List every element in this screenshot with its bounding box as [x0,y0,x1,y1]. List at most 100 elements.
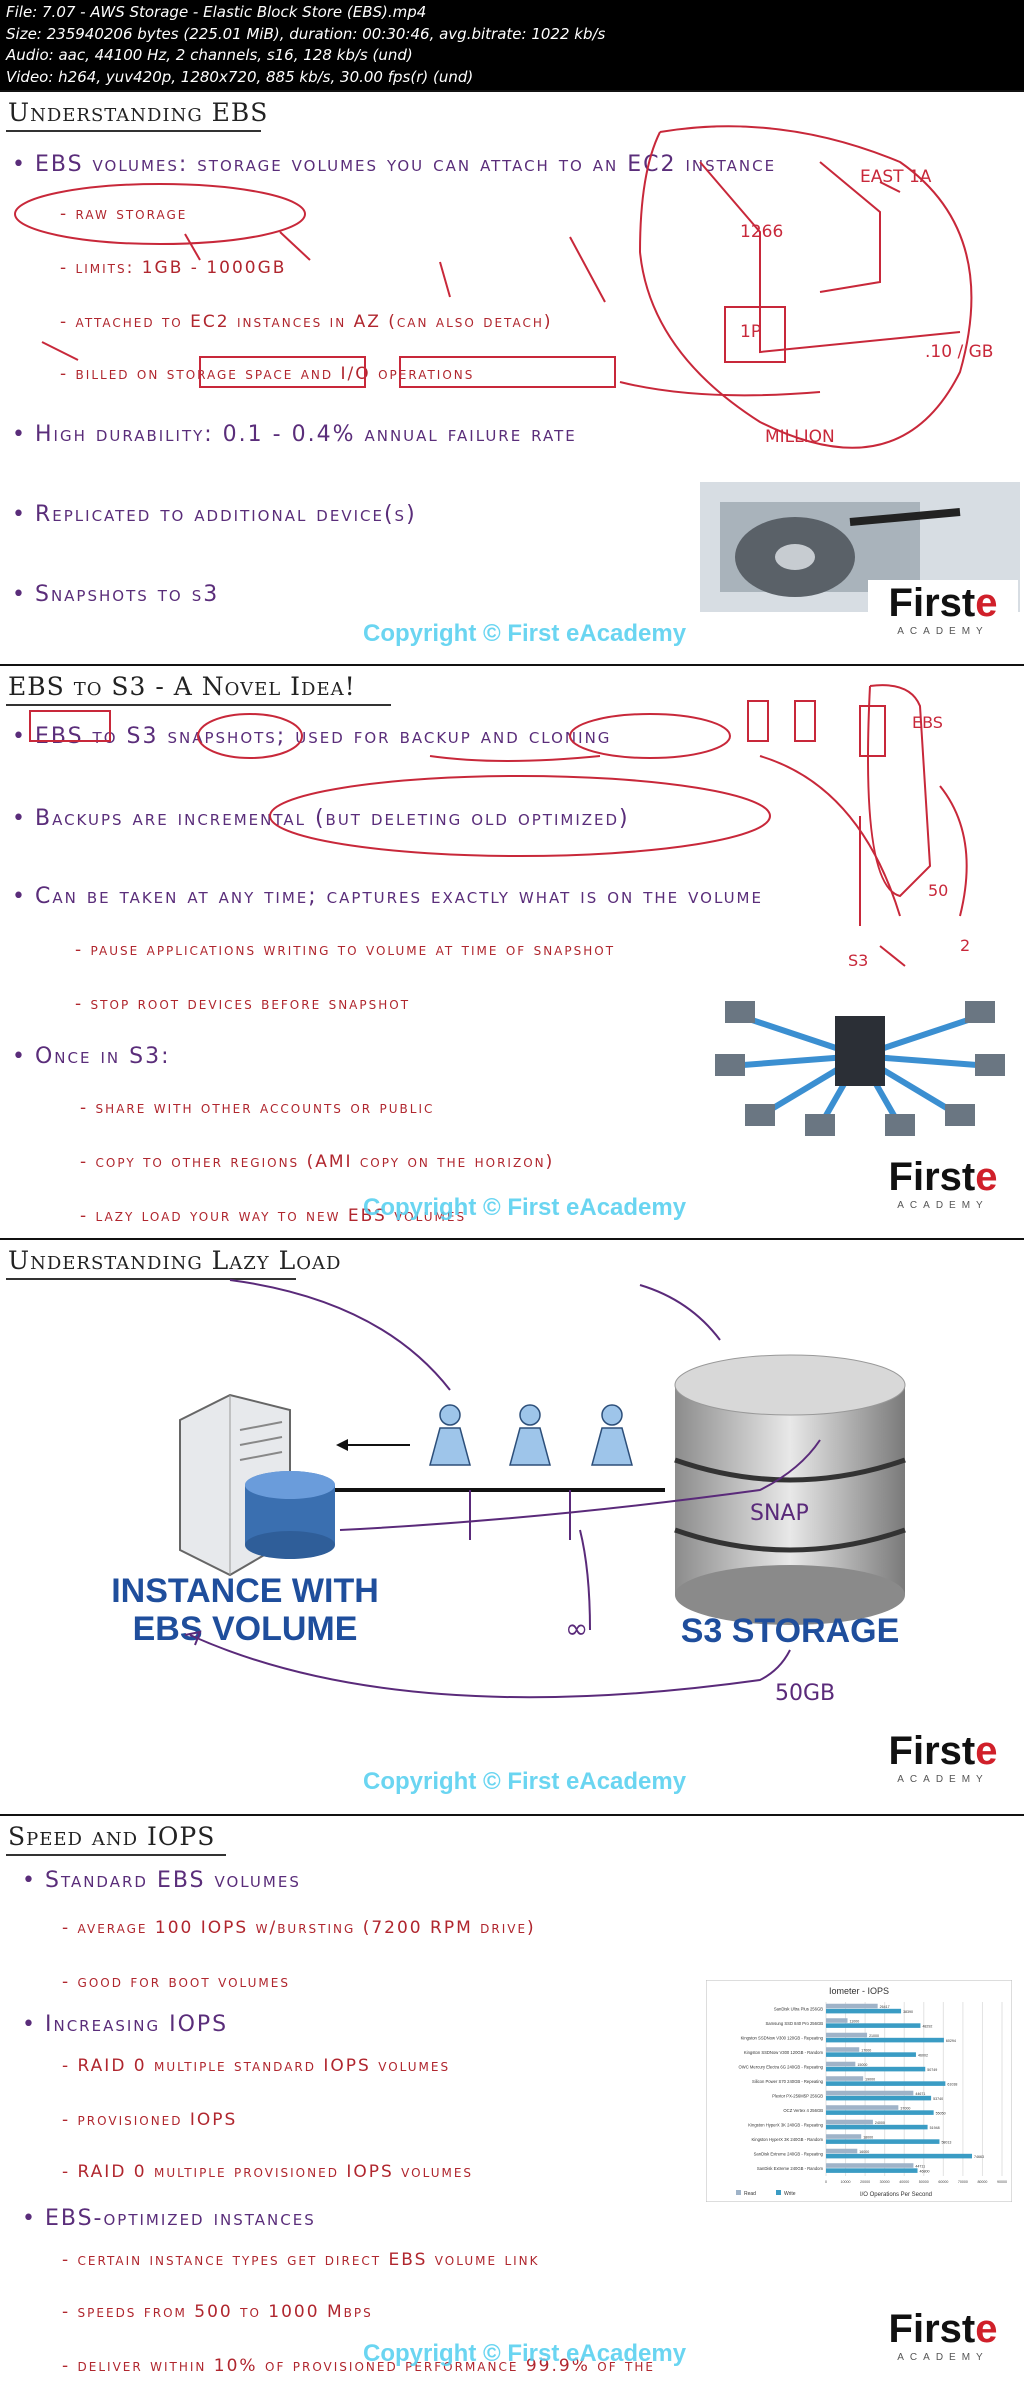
bullet-snapshots: EBS to S3 snapshots; used for backup and… [12,724,611,749]
s3-caption: S3 STORAGE [680,1612,900,1650]
first-eacademy-logo: Firste ACADEMY [868,1728,1018,1798]
bullet-once-in-s3: Once in S3: [12,1044,170,1069]
chart-tick-label: 30000 [880,2180,890,2184]
chart-category-label: Kingston SSDNow V300 120GB - Random [744,2050,824,2055]
chart-data-label: 46800 [920,2170,930,2174]
sub-share: share with other accounts or public [80,1098,434,1118]
server-icon [179,1393,335,1577]
slide-lazy-load: Understanding Lazy Load INSTANCE WITH EB… [0,1238,1024,1814]
chart-tick-label: 50000 [919,2180,929,2184]
chart-bar-write [826,2081,946,2086]
sub-provisioned: provisioned IOPS [62,2110,237,2130]
sub-boot: good for boot volumes [62,1972,290,1992]
sub-pause: pause applications writing to volume at … [75,940,615,960]
chart-data-label: 15000 [857,2063,867,2067]
chart-bar-write [826,2066,926,2072]
chart-category-label: Silicon Power S70 240GB - Repeating [752,2079,824,2084]
chart-data-label: 18000 [863,2136,873,2140]
chart-legend-swatch [776,2190,781,2195]
chart-bar-write [826,2110,934,2115]
lazy-load-flow: SNAP ∞ 50GB [184,1279,835,1706]
copyright-watermark: Copyright © First eAcademy [363,620,687,647]
chart-bar-read [826,2018,848,2023]
chart-category-label: SanDisk Extreme 240GB - Random [757,2166,824,2171]
file-info-header: File: 7.07 - AWS Storage - Elastic Block… [0,0,1024,90]
sub-deliver: deliver within 10% of provisioned perfor… [62,2356,655,2376]
slide-title: Understanding Lazy Load [8,1246,342,1275]
slide-title: Understanding EBS [8,98,269,127]
chart-data-label: 51948 [930,2126,940,2130]
chart-bar-read [826,2163,914,2168]
chart-bar-write [826,2008,902,2014]
title-underline [6,704,391,706]
copyright-watermark: Copyright © First eAcademy [363,1194,687,1221]
bullet-any-time: Can be taken at any time; captures exact… [12,884,763,909]
ink-fifty: 50 [928,881,948,900]
copyright-watermark: Copyright © First eAcademy [363,2340,687,2367]
chart-data-label: 38390 [903,2010,913,2014]
sub-raid-provisioned: RAID 0 multiple provisioned IOPS volumes [62,2162,473,2182]
chart-tick-label: 20000 [860,2180,870,2184]
chart-category-label: Kingston HyperX 3K 240GB - Random [752,2137,824,2142]
chart-bar-read [826,2032,868,2038]
ink-ebs: EBS [912,713,943,732]
bullet-ebs-optimized: EBS-optimized instances [22,2206,316,2231]
chart-data-label: 44671 [915,2092,925,2096]
title-underline [6,1278,296,1280]
ink-snap: SNAP [750,1501,809,1526]
chart-data-label: 58013 [941,2141,951,2145]
ink-two: 2 [960,936,970,955]
ink-s3: S3 [848,951,868,970]
chart-category-label: SanDisk Ultra Plus 256GB [774,2007,823,2012]
chart-bar-read [826,2090,914,2096]
sub-raid-standard: RAID 0 multiple standard IOPS volumes [62,2056,450,2076]
chart-data-label: 17000 [861,2049,871,2053]
chart-tick-label: 60000 [938,2180,948,2184]
chart-bar-write [826,2124,928,2130]
slide-ebs-to-s3: EBS to S3 - A Novel Idea! EBS to S3 snap… [0,664,1024,1238]
chart-category-label: Kingston HyperX 3K 240GB - Repeating [748,2123,823,2128]
chart-bar-write [826,2153,973,2159]
chart-data-label: 55050 [936,2112,946,2116]
title-underline [6,1854,226,1856]
first-eacademy-logo: Firste ACADEMY [868,580,1018,650]
chart-tick-label: 70000 [958,2180,968,2184]
chart-data-label: 19000 [865,2078,875,2082]
instance-caption: INSTANCE WITH EBS VOLUME [111,1572,379,1648]
bullet-increasing-iops: Increasing IOPS [22,2012,228,2037]
chart-data-label: 50749 [927,2068,937,2072]
bullet-replicated: Replicated to additional device(s) [12,502,417,527]
chart-data-label: 16000 [859,2150,869,2154]
ink-size: 50GB [775,1681,835,1706]
chart-data-label: 46002 [918,2054,928,2058]
bullet-incremental: Backups are incremental (but deleting ol… [12,806,630,831]
chart-data-label: 26417 [880,2005,890,2009]
handwritten-annotations: EAST 1A 1266 1P .10 / GB MILLION [14,125,993,449]
chart-legend-label: Write [784,2191,796,2197]
video-line: Video: h264, yuv420p, 1280x720, 885 kb/s… [6,67,474,86]
chart-bar-write [826,2095,932,2101]
chart-bar-read [826,2061,856,2067]
chart-bar-read [826,2047,860,2052]
chart-data-label: 11000 [850,2020,860,2024]
sub-lazy-load: lazy load your way to new EBS volumes [80,1206,466,1226]
chart-xlabel: I/O Operations Per Second [860,2192,932,2198]
chart-tick-label: 40000 [899,2180,909,2184]
chart-data-label: 61038 [947,2083,957,2087]
slide-understanding-ebs: Understanding EBS EBS volumes: storage v… [0,90,1024,664]
chart-data-label: 48292 [922,2025,932,2029]
chart-category-label: OWC Mercury Electra 6G 240GB - Repeating [739,2065,824,2070]
sub-limits: limits: 1GB - 1000GB [60,258,286,278]
iops-bar-chart: Iometer - IOPS I/O Operations Per Second… [706,1980,1012,2202]
audio-line: Audio: aac, 44100 Hz, 2 channels, s16, 1… [6,46,413,64]
chart-bar-read [826,2076,864,2081]
chart-title: Iometer - IOPS [829,1986,889,1996]
file-line: File: 7.07 - AWS Storage - Elastic Block… [6,3,427,21]
chart-category-label: SanDisk Extreme 240GB - Repeating [754,2152,824,2157]
first-eacademy-logo: Firste ACADEMY [868,1154,1018,1224]
chart-legend-swatch [736,2190,741,2195]
bullet-durability: High durability: 0.1 - 0.4% annual failu… [12,422,577,447]
slide-title: Speed and IOPS [8,1822,216,1851]
copyright-watermark: Copyright © First eAcademy [363,1768,687,1795]
chart-bar-read [826,2148,858,2154]
